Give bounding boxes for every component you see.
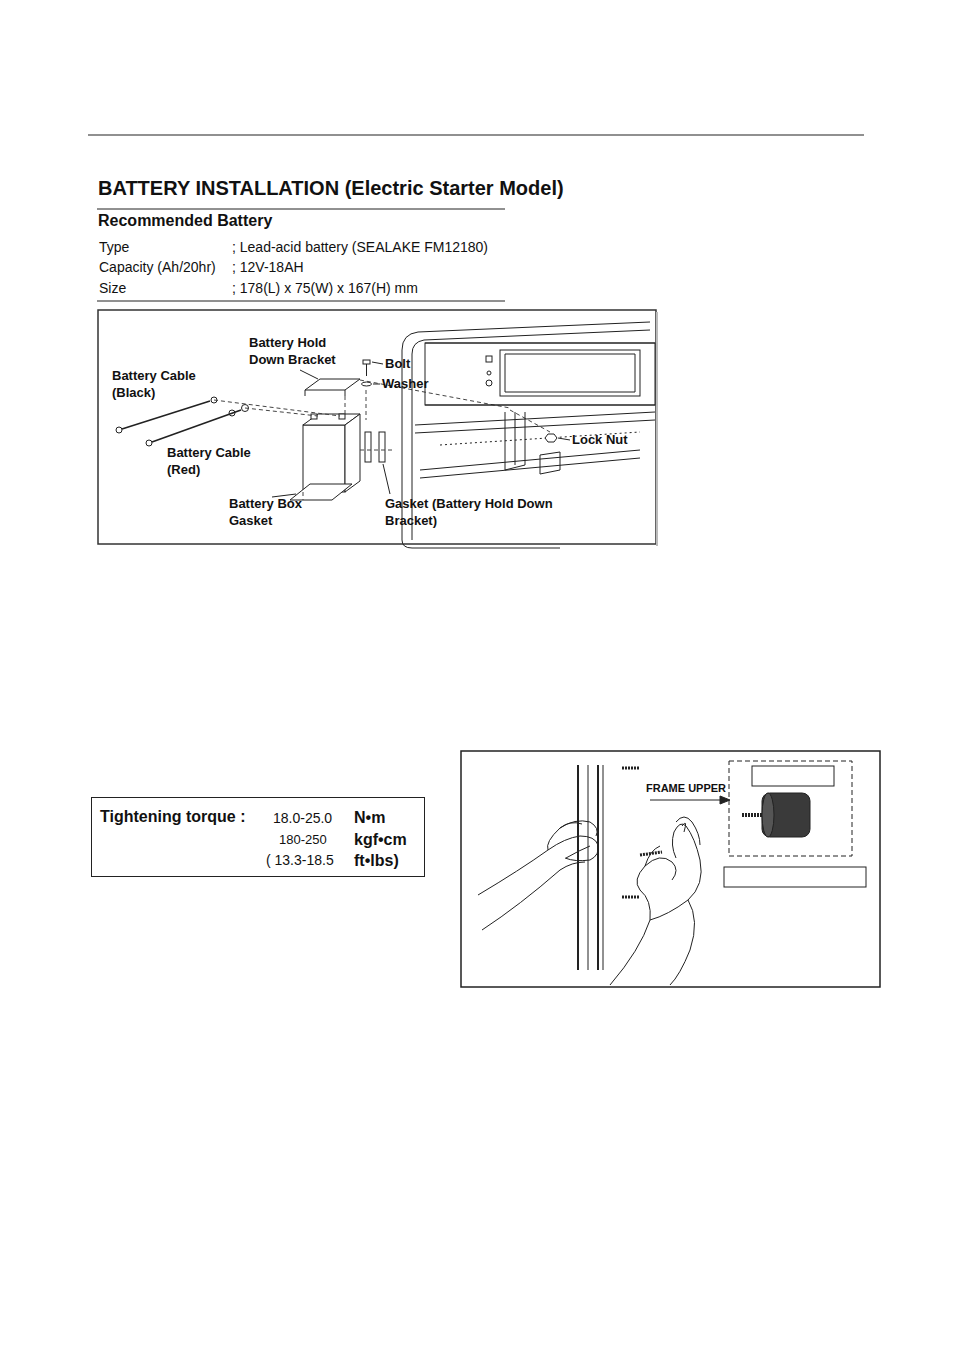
spec-label: Size [99, 280, 126, 297]
torque-text: N•m [354, 808, 385, 827]
torque-text: 18.0-25.0 [273, 810, 332, 827]
part-name: Battery Cable (Black) [112, 367, 207, 401]
spec-value: ; 178(L) x 75(W) x 167(H) mm [232, 280, 418, 297]
direction-label: FRAME UPPER [646, 782, 726, 795]
torque-text: ft•lbs) [354, 851, 399, 870]
spec-label: Type [99, 239, 129, 256]
part-name: Battery Cable (Red) [167, 444, 262, 478]
section-heading: Recommended Battery [98, 211, 272, 230]
part-name: Battery Hold Down Bracket [249, 334, 349, 368]
part-name: Gasket (Battery Hold Down Bracket) [385, 495, 585, 529]
part-name: Lock Nut [572, 432, 628, 448]
spec-value: ; 12V-18AH [232, 259, 304, 276]
torque-text: 180-250 [279, 832, 327, 848]
part-name: Battery Box Gasket [229, 495, 319, 529]
spec-label: Capacity (Ah/20hr) [99, 259, 216, 276]
part-name: Washer [382, 376, 428, 392]
page-title: BATTERY INSTALLATION (Electric Starter M… [98, 176, 564, 200]
torque-text: Tightening torque : [100, 807, 245, 826]
torque-text: ( 13.3-18.5 [266, 852, 334, 869]
torque-box: Tightening torque : 18.0-25.0 N•m 180-250 kg… [91, 797, 425, 877]
spec-value: ; Lead-acid battery (SEALAKE FM12180) [232, 239, 488, 256]
part-name: Bolt [385, 356, 410, 372]
torque-text: kgf•cm [354, 830, 407, 849]
